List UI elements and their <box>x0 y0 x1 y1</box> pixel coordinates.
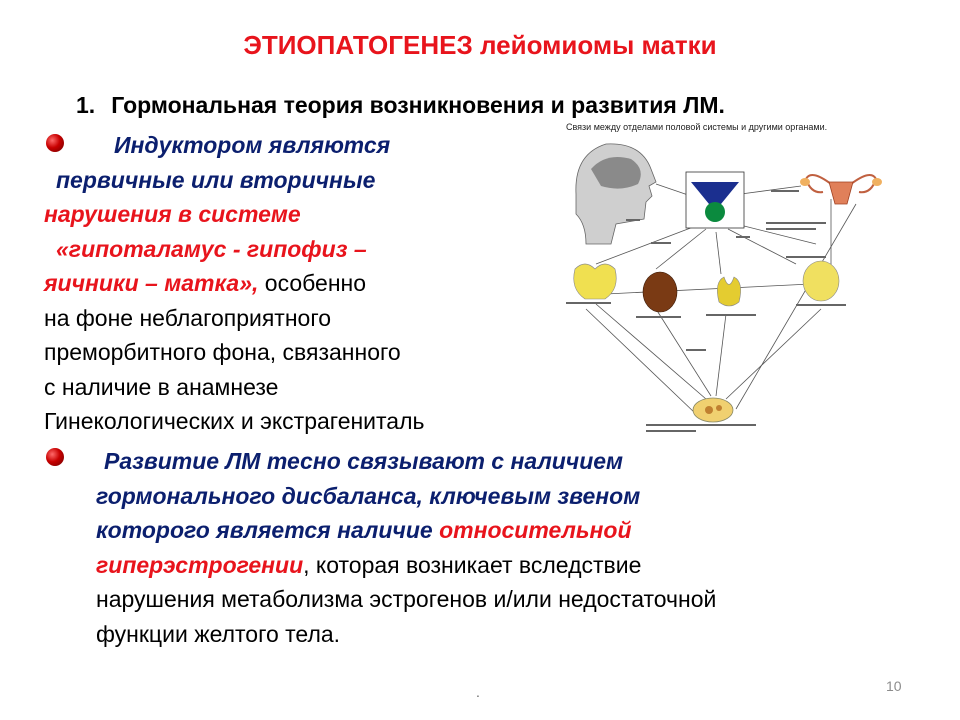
para1-line9: Гинекологических и экстрагениталь <box>44 408 425 434</box>
endocrine-diagram <box>566 143 882 432</box>
paragraph-hormonal-induction: Индуктором являются первичные или вторич… <box>44 128 564 439</box>
para2-line3-red: относительной <box>439 517 632 543</box>
para2-line3-navy: которого является наличие <box>96 517 440 543</box>
para2-line5: нарушения метаболизма эстрогенов и/или н… <box>96 586 717 612</box>
heading-text: Гормональная теория возникновения и разв… <box>111 92 725 118</box>
para2-line4: гиперэстрогении, которая возникает вслед… <box>96 548 916 583</box>
para1-line8: с наличие в анамнезе <box>44 373 279 400</box>
para1-line5-red: яичники – матка», <box>44 270 259 296</box>
section-heading: 1. Гормональная теория возникновения и ра… <box>76 92 725 119</box>
para1-line5: яичники – матка», особенно <box>44 266 564 301</box>
para2-line6: функции желтого тела. <box>96 620 341 647</box>
para1-line5-black: особенно <box>258 270 367 296</box>
para1-line2: первичные или вторичные <box>56 166 376 193</box>
para2-line4-black: , которая возникает вследствие <box>303 551 642 578</box>
bullet-sphere-icon <box>46 134 64 152</box>
para1-line7: преморбитного фона, связанного <box>44 339 401 365</box>
para2-line2: гормонального дисбаланса, ключевым звено… <box>96 482 641 509</box>
para2-line1: Развитие ЛМ тесно связывают с наличием <box>104 448 624 474</box>
bullet-sphere-icon <box>46 448 64 466</box>
heading-number: 1. <box>76 92 96 118</box>
para1-line4: «гипоталамус - гипофиз – <box>56 235 367 262</box>
page-number: 10 <box>886 678 902 694</box>
paragraph-hormonal-imbalance: Развитие ЛМ тесно связывают с наличием г… <box>96 444 916 651</box>
para2-line4-red: гиперэстрогении <box>96 551 304 578</box>
slide-title: ЭТИОПАТОГЕНЕЗ лейомиомы матки <box>243 30 717 60</box>
para1-line1: Индуктором являются <box>114 132 391 158</box>
para2-line3: которого является наличие относительной <box>96 513 916 548</box>
footer-dot: . <box>476 684 480 700</box>
diagram-caption: Связи между отделами половой системы и д… <box>566 122 828 132</box>
para1-line3: нарушения в системе <box>44 201 301 227</box>
para1-line6: на фоне неблагоприятного <box>44 304 331 331</box>
